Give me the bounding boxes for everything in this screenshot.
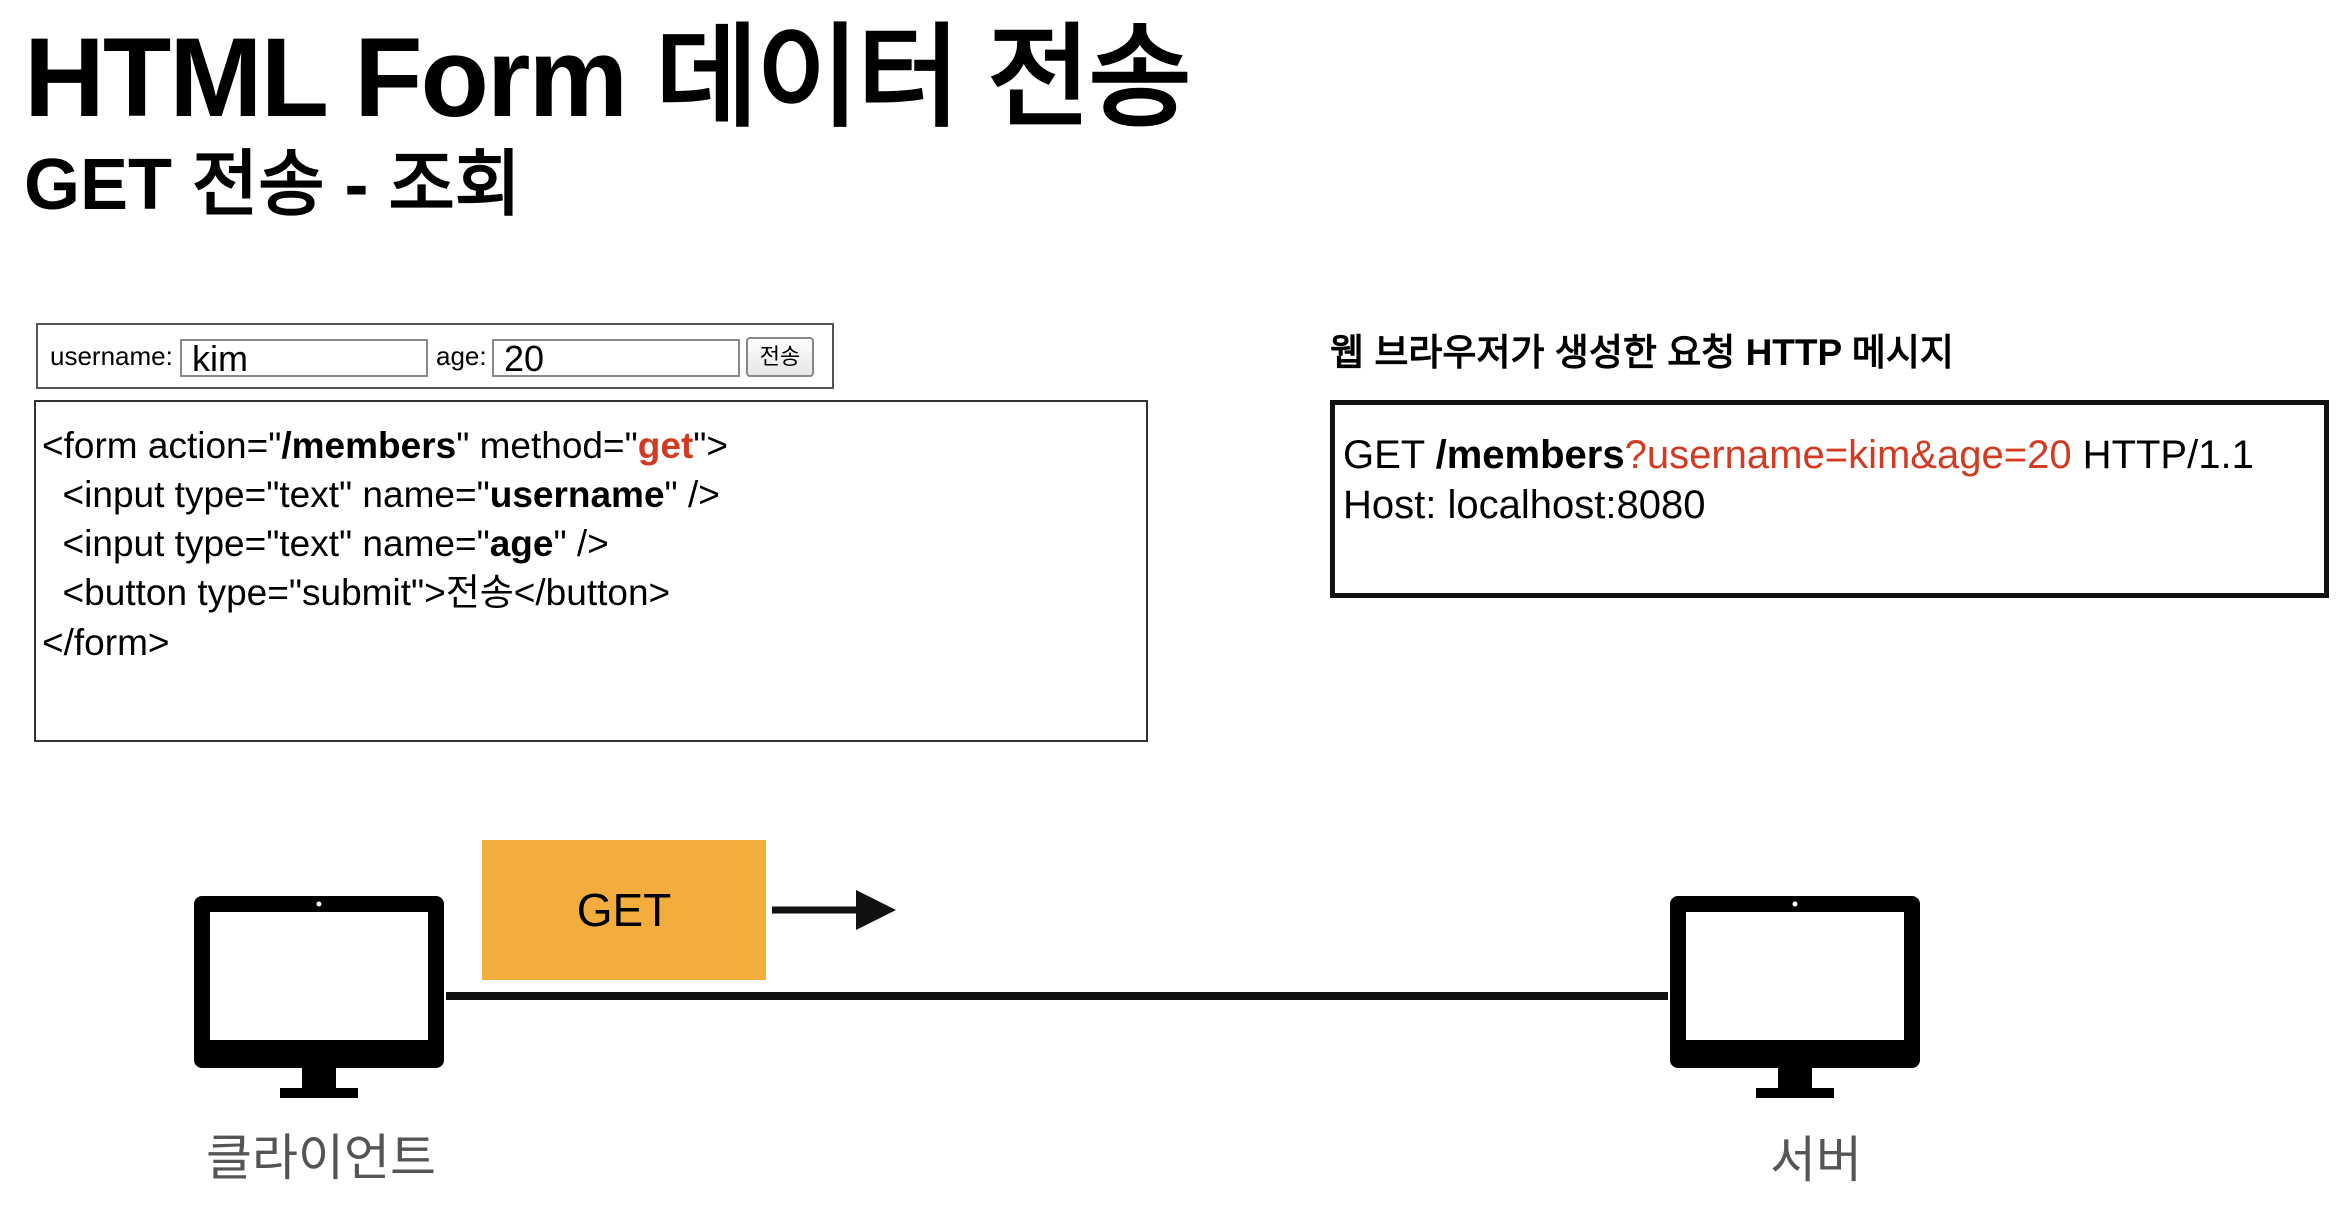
http-method: GET [1343,433,1436,477]
page-title: HTML Form 데이터 전송 [24,15,1192,140]
http-request-line: GET /members?username=kim&age=20 HTTP/1.… [1343,430,2254,480]
http-path: /members [1435,433,1625,477]
get-request-box: GET [482,840,766,980]
code-line-5: </form> [42,622,170,663]
server-label: 서버 [1770,1132,1862,1188]
caption-text: HTTP [1745,332,1842,373]
http-host-header: Host: localhost:8080 [1343,483,1706,527]
get-request-label: GET [576,884,672,936]
page-subtitle: GET 전송 - 조회 [24,145,521,225]
code-text: "> [693,425,729,466]
code-keyword: username [489,474,665,515]
code-line-4: <button type="submit">전송</button> [42,572,671,613]
code-text: <input type="text" name=" [42,474,490,515]
code-text: <form action=" [42,425,282,466]
caption-text: 웹 브라우저가 생성한 요청 [1330,332,1746,373]
code-method-highlight: get [637,425,694,466]
code-line-2: <input type="text" name="username" /> [42,473,720,517]
code-line-1: <form action="/members" method="get"> [42,424,728,468]
http-query-string: ?username=kim&age=20 [1624,433,2072,477]
code-text: " /> [664,474,720,515]
server-monitor-icon [1670,896,1920,1098]
code-text: <input type="text" name=" [42,523,490,564]
html-code-box: <form action="/members" method="get"> <i… [34,400,1148,742]
submit-button[interactable]: 전송 [746,337,814,377]
code-text: " /> [553,523,609,564]
age-input[interactable]: 20 [492,339,740,377]
username-input[interactable]: kim [180,339,428,377]
code-keyword: /members [281,425,457,466]
code-keyword: age [489,523,554,564]
client-label: 클라이언트 [206,1130,436,1186]
form-preview: username: kim age: 20 전송 [36,323,834,389]
client-monitor-icon [194,896,444,1098]
http-version: HTTP/1.1 [2071,433,2254,477]
code-text: " method=" [456,425,638,466]
username-label: username: [50,341,173,371]
http-message-caption: 웹 브라우저가 생성한 요청 HTTP 메시지 [1330,330,1954,376]
request-arrow [772,890,896,930]
http-message-box: GET /members?username=kim&age=20 HTTP/1.… [1330,400,2329,598]
age-label: age: [436,341,487,371]
caption-text: 메시지 [1841,332,1954,373]
code-line-3: <input type="text" name="age" /> [42,522,609,566]
